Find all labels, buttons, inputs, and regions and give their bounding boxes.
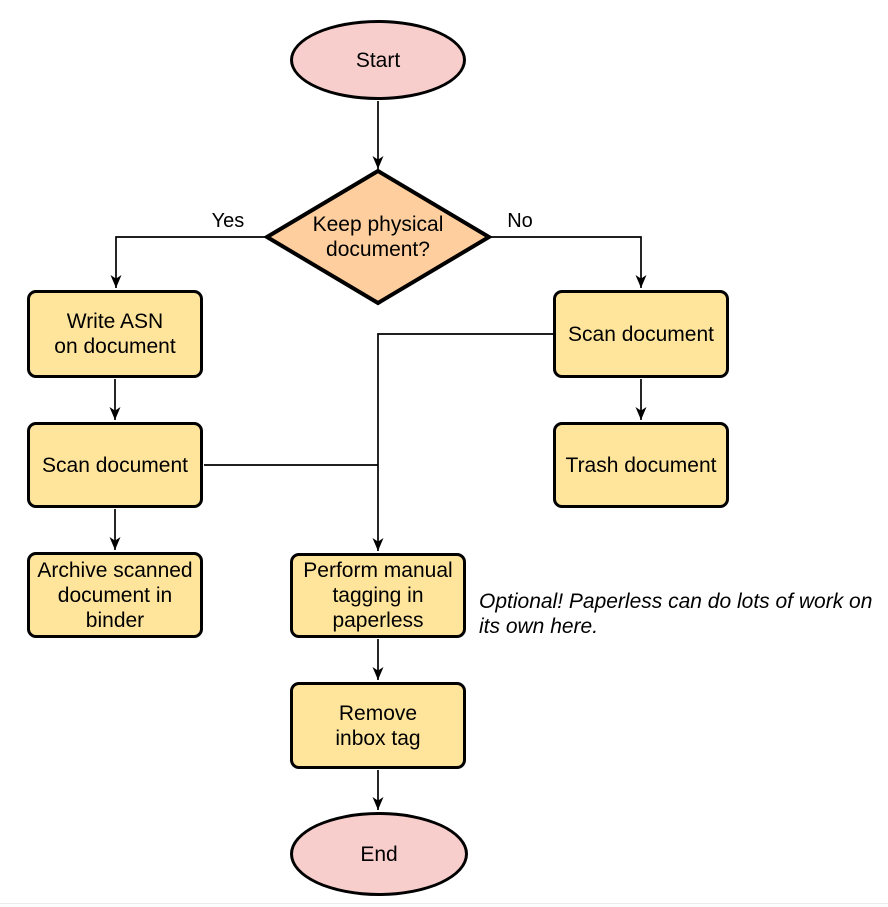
node-write-asn-label: Write ASN on document xyxy=(54,310,176,358)
node-remove-inbox-tag-label: Remove inbox tag xyxy=(335,701,421,750)
edge-label-yes: Yes xyxy=(211,210,245,232)
node-scan-document-right-label: Scan document xyxy=(568,322,714,346)
node-archive-document: Archive scanned document in binder xyxy=(27,552,203,638)
node-scan-document-left-label: Scan document xyxy=(42,453,188,477)
node-trash-document: Trash document xyxy=(553,422,729,508)
edge-decision-yes-to-write-asn xyxy=(110,236,267,288)
edge-label-no: No xyxy=(507,210,533,232)
node-scan-document-right: Scan document xyxy=(553,290,729,378)
node-trash-document-label: Trash document xyxy=(565,453,717,477)
node-manual-tagging: Perform manual tagging in paperless xyxy=(290,553,466,638)
node-write-asn: Write ASN on document xyxy=(27,290,203,378)
node-end: End xyxy=(290,812,468,896)
edge-scan-right-to-tagging xyxy=(372,333,553,551)
node-archive-document-label: Archive scanned document in binder xyxy=(37,558,193,632)
node-start: Start xyxy=(290,20,466,100)
node-remove-inbox-tag: Remove inbox tag xyxy=(290,682,466,769)
node-scan-document-left: Scan document xyxy=(27,422,203,508)
node-manual-tagging-label: Perform manual tagging in paperless xyxy=(303,559,453,632)
page-bottom-divider xyxy=(0,903,888,904)
node-decision: Keep physical document? xyxy=(282,198,474,276)
node-start-label: Start xyxy=(355,48,401,72)
edge-decision-no-to-scan-right xyxy=(489,236,647,288)
optional-note: Optional! Paperless can do lots of work … xyxy=(479,590,873,638)
node-decision-label: Keep physical document? xyxy=(312,213,444,261)
node-end-label: End xyxy=(360,842,398,866)
